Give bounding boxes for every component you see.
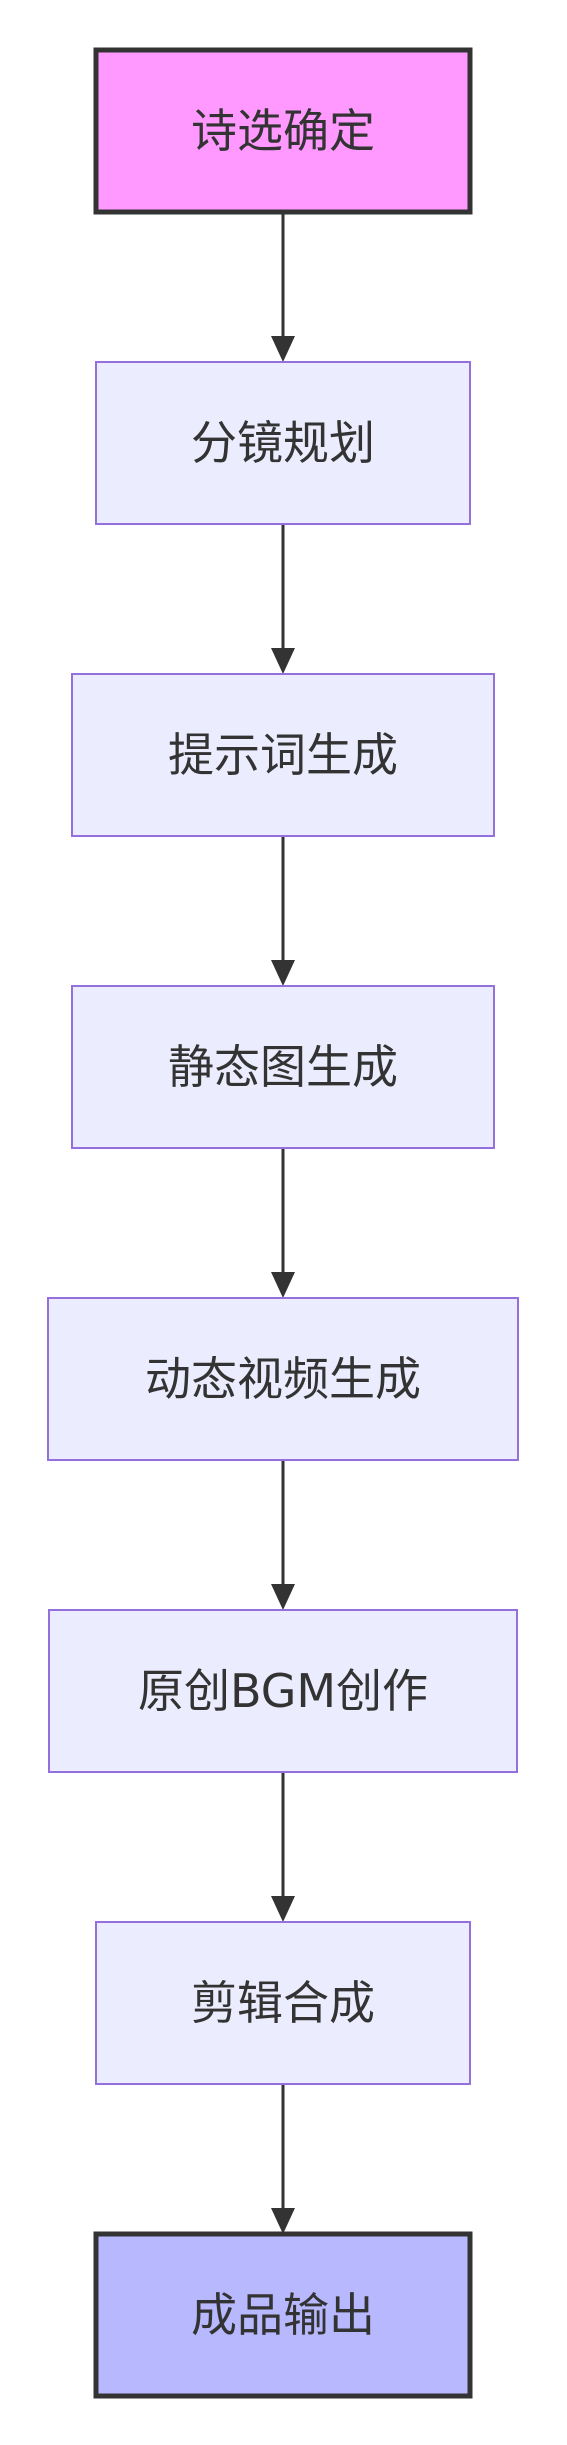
flow-node-box (93, 2231, 473, 2399)
arrowhead-icon (271, 1896, 295, 1922)
arrowhead-icon (271, 2208, 295, 2234)
flow-node-label: 剪辑合成 (191, 1976, 375, 2030)
flow-node: 原创BGM创作 (48, 1609, 518, 1773)
arrowhead-icon (271, 960, 295, 986)
flow-node-label: 诗选确定 (191, 104, 375, 158)
flow-node: 成品输出 (93, 2231, 473, 2399)
flow-edge (271, 212, 295, 362)
flow-edge (271, 1148, 295, 1298)
edges-layer (271, 212, 295, 2234)
flow-edge (271, 1460, 295, 1610)
flow-node: 剪辑合成 (95, 1921, 471, 2085)
flow-node-label: 原创BGM创作 (138, 1664, 428, 1718)
flow-node: 静态图生成 (71, 985, 495, 1149)
flow-node-label: 成品输出 (191, 2288, 375, 2342)
flow-edge (271, 1772, 295, 1922)
flow-node-box (93, 47, 473, 215)
flow-node: 动态视频生成 (47, 1297, 519, 1461)
arrowhead-icon (271, 1584, 295, 1610)
flow-node: 诗选确定 (93, 47, 473, 215)
flow-node-label: 分镜规划 (191, 416, 375, 470)
flow-edge (271, 2084, 295, 2234)
arrowhead-icon (271, 648, 295, 674)
flow-node-label: 提示词生成 (168, 728, 398, 782)
flow-node-box (95, 1921, 471, 2085)
flow-node-box (71, 673, 495, 837)
flow-node-box (48, 1609, 518, 1773)
arrowhead-icon (271, 336, 295, 362)
flow-node: 提示词生成 (71, 673, 495, 837)
flow-node-box (71, 985, 495, 1149)
flow-edge (271, 524, 295, 674)
flow-node: 分镜规划 (95, 361, 471, 525)
flow-node-label: 动态视频生成 (145, 1352, 421, 1406)
flow-node-box (47, 1297, 519, 1461)
flow-node-label: 静态图生成 (168, 1040, 398, 1094)
flow-edge (271, 836, 295, 986)
arrowhead-icon (271, 1272, 295, 1298)
flow-node-box (95, 361, 471, 525)
